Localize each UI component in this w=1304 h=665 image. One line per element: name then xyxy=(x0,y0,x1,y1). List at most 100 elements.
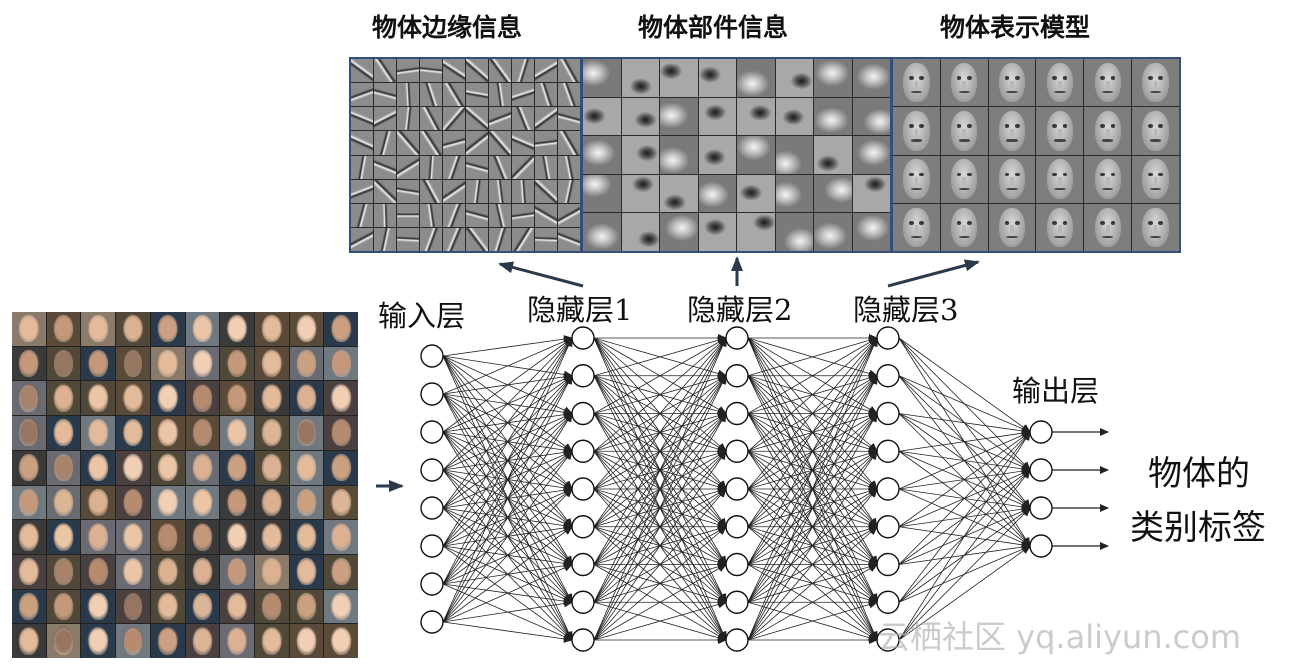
hidden1-node xyxy=(571,401,595,426)
edge-filter-cell xyxy=(558,83,580,107)
edge-filter-cell xyxy=(443,179,465,203)
connection-hidden1-hidden2 xyxy=(593,564,727,641)
part-filter-cell xyxy=(583,174,621,213)
hidden1-to-edges-arrow xyxy=(498,261,584,288)
face-thumbnail xyxy=(116,520,150,554)
output-layer-label: 输出层 xyxy=(1012,374,1100,408)
face-thumbnail xyxy=(289,381,324,416)
connection-input-hidden1 xyxy=(442,450,573,623)
edge-filter-cell xyxy=(351,107,373,131)
edge-filter-cell xyxy=(397,59,419,83)
input-node xyxy=(420,420,444,444)
face-thumbnail xyxy=(324,520,358,554)
hidden1-node xyxy=(571,552,595,577)
hidden3-node xyxy=(876,552,900,577)
face-model-cell xyxy=(940,107,988,155)
face-thumbnail xyxy=(289,416,324,450)
connection-hidden1-hidden2 xyxy=(593,337,727,641)
model-panel-title: 物体表示模型 xyxy=(940,13,1091,42)
face-thumbnail xyxy=(12,381,46,416)
part-filter-cell xyxy=(814,136,852,174)
face-thumbnail xyxy=(324,346,358,381)
part-features-panel xyxy=(581,57,892,253)
edge-filter-cell xyxy=(512,131,534,155)
face-thumbnail xyxy=(81,450,116,485)
edge-filter-cell xyxy=(397,107,419,131)
connection-hidden1-hidden2 xyxy=(593,337,727,527)
edge-filter-cell xyxy=(466,107,488,131)
face-thumbnail xyxy=(150,450,185,485)
edge-filter-cell xyxy=(489,155,511,179)
part-filter-cell xyxy=(814,174,852,213)
hidden2-node xyxy=(725,477,749,501)
connection-hidden3-output xyxy=(898,429,1031,452)
hidden3-node xyxy=(876,477,900,501)
connection-hidden2-hidden3 xyxy=(747,337,878,490)
face-thumbnail xyxy=(81,520,116,554)
face-model-cell xyxy=(1084,203,1132,251)
connection-hidden1-hidden2 xyxy=(593,412,727,641)
face-model-cell xyxy=(1084,107,1132,155)
face-thumbnail xyxy=(324,589,358,624)
part-filter-cell xyxy=(852,59,890,97)
face-thumbnail xyxy=(324,624,358,658)
hidden3-node xyxy=(876,515,900,539)
edge-filter-cell xyxy=(420,155,442,179)
edge-filter-cell xyxy=(443,203,465,227)
hidden3-node xyxy=(876,590,900,614)
face-thumbnail xyxy=(185,312,220,346)
edge-filter-cell xyxy=(558,155,580,179)
edge-filter-cell xyxy=(512,155,534,179)
connection-hidden3-output xyxy=(898,431,1031,641)
face-model-cell xyxy=(1132,203,1179,251)
face-thumbnail xyxy=(150,485,185,520)
edge-filter-cell xyxy=(351,131,373,155)
face-thumbnail xyxy=(254,520,289,554)
hidden2-node xyxy=(725,628,749,652)
face-thumbnail xyxy=(12,312,46,346)
edge-filter-cell xyxy=(397,155,419,179)
connection-hidden3-output xyxy=(898,507,1031,641)
hidden2-node xyxy=(725,439,749,463)
hidden3-node xyxy=(876,364,900,388)
part-filter-cell xyxy=(814,97,852,136)
edge-filter-cell xyxy=(374,131,396,155)
edge-filter-cell xyxy=(535,155,557,179)
part-filter-cell xyxy=(698,174,736,213)
face-model-cell xyxy=(1036,107,1084,155)
face-thumbnail xyxy=(81,624,116,658)
connection-hidden2-hidden3 xyxy=(747,563,878,641)
face-model-cell xyxy=(1036,59,1084,107)
connection-hidden1-hidden2 xyxy=(593,488,727,641)
hidden-layer-2-label: 隐藏层2 xyxy=(687,293,793,327)
edge-filter-cell xyxy=(420,131,442,155)
edge-filter-cell xyxy=(558,179,580,203)
face-thumbnail xyxy=(289,589,324,624)
edge-filter-cell xyxy=(443,83,465,107)
face-thumbnail xyxy=(46,312,81,346)
face-thumbnail xyxy=(150,589,185,624)
part-filter-cell xyxy=(737,59,775,97)
face-thumbnail xyxy=(46,450,81,485)
part-filter-cell xyxy=(583,97,621,136)
face-thumbnail xyxy=(289,624,324,658)
face-thumbnail xyxy=(220,485,254,520)
part-filter-cell xyxy=(660,136,698,174)
face-thumbnail xyxy=(220,381,254,416)
result-label-line2: 类别标签 xyxy=(1130,508,1266,548)
face-thumbnail xyxy=(185,589,220,624)
edge-filter-cell xyxy=(535,59,557,83)
part-filter-cell xyxy=(621,59,659,97)
face-thumbnail xyxy=(81,485,116,520)
part-filter-cell xyxy=(852,174,890,213)
input-face-image-grid xyxy=(12,312,358,658)
edge-filter-cell xyxy=(397,83,419,107)
face-thumbnail xyxy=(46,624,81,658)
edge-filter-cell xyxy=(397,227,419,251)
edge-filter-cell xyxy=(466,83,488,107)
connection-hidden1-hidden2 xyxy=(593,450,727,641)
connection-input-hidden1 xyxy=(442,337,573,585)
edge-filter-cell xyxy=(374,203,396,227)
edge-filter-cell xyxy=(374,227,396,251)
